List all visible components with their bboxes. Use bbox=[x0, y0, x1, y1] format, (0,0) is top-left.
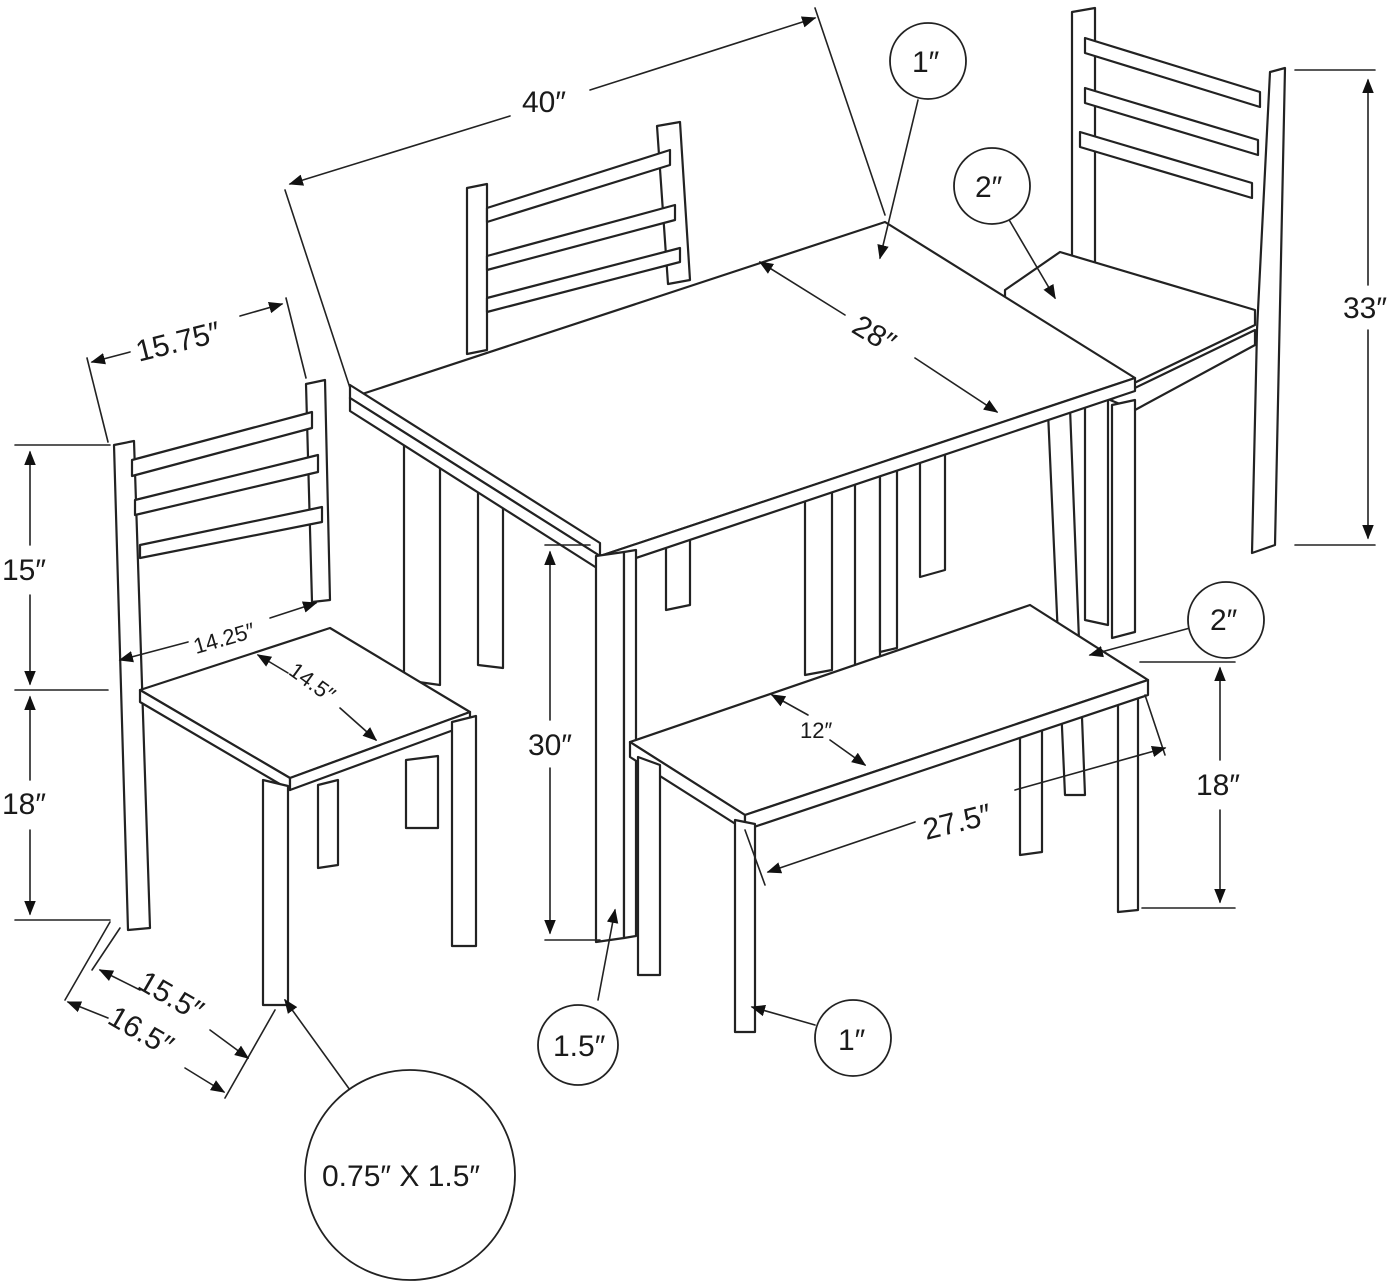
label-chair-leg-size: 0.75″ X 1.5″ bbox=[322, 1160, 480, 1193]
label-bench-thickness: 2″ bbox=[1210, 604, 1238, 637]
callout-bench-leg bbox=[814, 999, 892, 1077]
callout-bench-seat bbox=[1187, 581, 1265, 659]
label-table-leg-size: 1.5″ bbox=[553, 1030, 606, 1063]
label-table-top-thickness: 1″ bbox=[912, 46, 940, 79]
callout-chair-seat bbox=[953, 147, 1031, 225]
label-bench-leg-size: 1″ bbox=[838, 1024, 866, 1057]
callout-circles bbox=[304, 22, 1265, 1281]
back-chair bbox=[465, 120, 692, 612]
table bbox=[348, 220, 1137, 944]
callout-table-leg bbox=[537, 1004, 619, 1086]
label-bench-height: 18″ bbox=[1196, 769, 1240, 802]
label-bench-width: 27.5″ bbox=[920, 798, 995, 847]
bench bbox=[628, 603, 1150, 1034]
dimension-lines bbox=[14, 7, 1376, 1099]
right-chair bbox=[1003, 6, 1287, 640]
callout-chair-leg bbox=[304, 1069, 516, 1281]
label-table-width: 40″ bbox=[522, 86, 566, 119]
label-chair-seat-thickness: 2″ bbox=[975, 171, 1003, 204]
label-chair-height: 33″ bbox=[1343, 292, 1387, 325]
label-chair-seat-width: 14.25″ bbox=[190, 618, 258, 659]
label-chair-top-width: 15.75″ bbox=[133, 316, 224, 369]
dimension-labels: 40″ 28″ 1″ 2″ 33″ 15.75″ 15″ 18″ 14.25″ … bbox=[2, 46, 1387, 1193]
label-chair-back-height: 15″ bbox=[2, 554, 46, 587]
callout-table-top bbox=[889, 22, 967, 100]
label-chair-seat-height: 18″ bbox=[2, 788, 46, 821]
label-table-height: 30″ bbox=[528, 729, 572, 762]
left-chair bbox=[112, 378, 478, 1007]
label-bench-depth: 12″ bbox=[800, 718, 832, 743]
